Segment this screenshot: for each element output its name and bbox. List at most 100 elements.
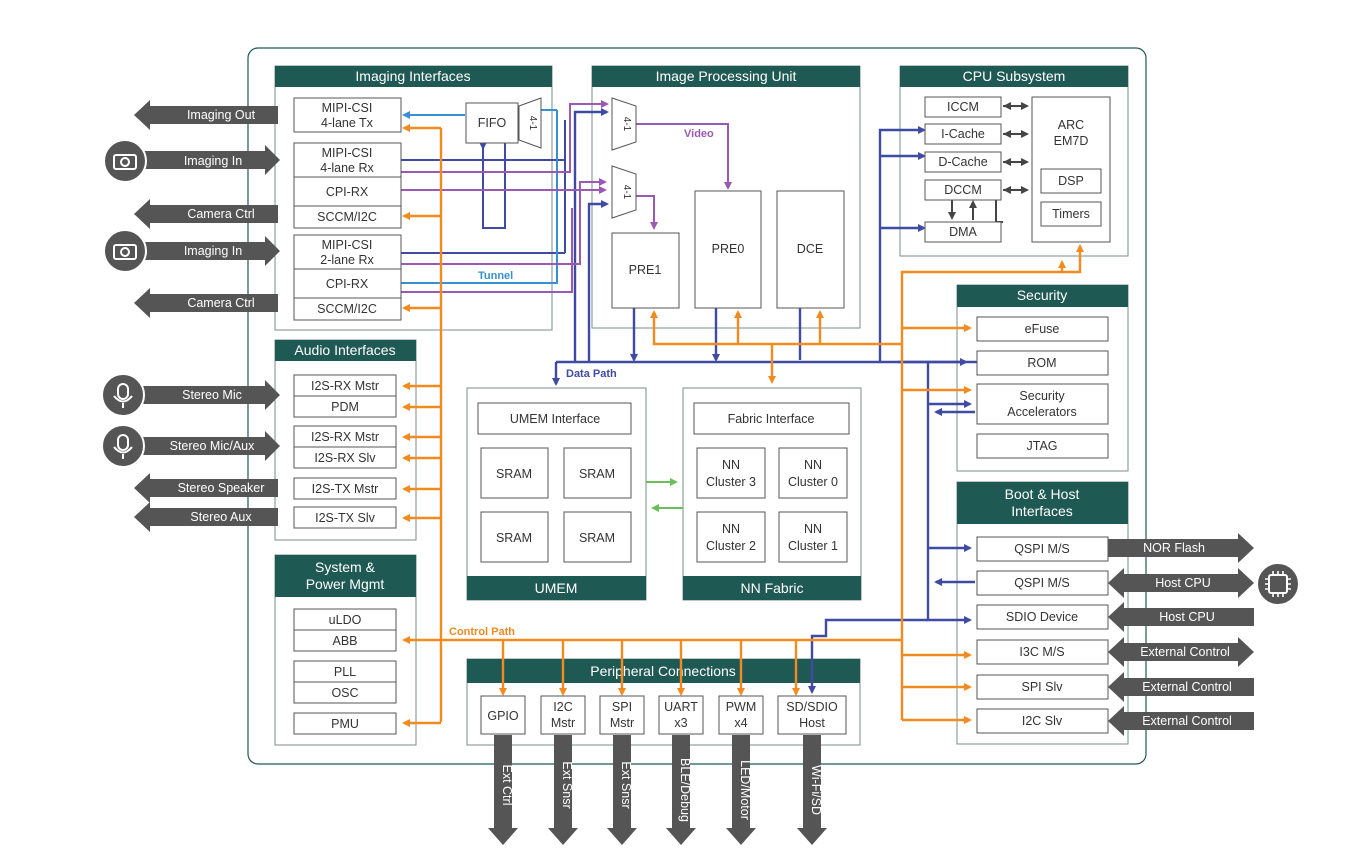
gpio-block: GPIO — [487, 709, 519, 723]
umem-title: UMEM — [535, 580, 578, 596]
camera-icon-lens — [120, 157, 130, 167]
uart-line2: x3 — [674, 716, 687, 730]
power-blocks: uLDO ABB PLL OSC PMU — [293, 608, 397, 735]
tunnel-label: Tunnel — [478, 270, 513, 282]
spi-mstr-line2: Mstr — [610, 716, 634, 730]
mipi-tx-line2: 4-lane Tx — [321, 116, 374, 130]
nn-cluster3-line1: NN — [722, 458, 740, 472]
imaging-out-label: Imaging Out — [187, 108, 256, 122]
camera-ctrl-2-label: Camera Ctrl — [187, 296, 254, 310]
i2s-tx-slv: I2S-TX Slv — [315, 511, 375, 525]
nn-cluster1-line1: NN — [804, 522, 822, 536]
accel-line2: Accelerators — [1007, 405, 1076, 419]
wifi-sd-label: Wi-Fi/SD — [809, 765, 823, 815]
audio-title: Audio Interfaces — [294, 342, 395, 358]
sram-1: SRAM — [496, 467, 532, 481]
camera-ctrl-1-label: Camera Ctrl — [187, 207, 254, 221]
icache-block: I-Cache — [941, 127, 985, 141]
video-lines — [401, 100, 732, 293]
wifi-sd-arrow — [797, 735, 827, 845]
i2s-rx-mstr-2: I2S-RX Mstr — [311, 430, 379, 444]
external-left: Imaging Out Imaging In Camera Ctrl Imagi… — [101, 100, 280, 532]
qspi1-block: QSPI M/S — [1014, 542, 1070, 556]
stereo-aux-label: Stereo Aux — [190, 510, 252, 524]
boot-title-line2: Interfaces — [1011, 503, 1072, 519]
ext-snsr-1-label: Ext Snsr — [560, 761, 574, 808]
uart-line1: UART — [664, 700, 698, 714]
stereo-mic-label: Stereo Mic — [182, 388, 242, 402]
nn-cluster0-line1: NN — [804, 458, 822, 472]
spi-mstr-line1: SPI — [612, 700, 632, 714]
stereo-mic-aux-arrow — [140, 431, 280, 461]
sram-4: SRAM — [579, 531, 615, 545]
chip-icon-pins — [1265, 571, 1291, 597]
cpu-title: CPU Subsystem — [963, 68, 1066, 84]
pdm-block: PDM — [331, 400, 359, 414]
dcache-block: D-Cache — [938, 155, 987, 169]
imaging-in-2-arrow — [140, 236, 280, 266]
cpi-rx-2: CPI-RX — [326, 277, 369, 291]
stereo-mic-arrow — [140, 380, 280, 410]
sd-host-line2: Host — [799, 716, 825, 730]
microphone-icon-head — [117, 434, 129, 451]
imaging-data-lines — [401, 120, 566, 254]
dccm-block: DCCM — [944, 183, 982, 197]
ext-ctrl-bottom-arrow — [488, 735, 518, 845]
microphone-icon-stand — [113, 446, 133, 459]
umem-interface: UMEM Interface — [510, 412, 600, 426]
ext-ctrl-1-label: External Control — [1140, 645, 1230, 659]
ipu-title: Image Processing Unit — [656, 68, 797, 84]
rom-block: ROM — [1027, 356, 1056, 370]
ext-ctrl-bottom-label: Ext Ctrl — [500, 765, 514, 806]
i2s-rx-slv: I2S-RX Slv — [314, 451, 376, 465]
arc-line1: ARC — [1058, 118, 1084, 132]
boot-title-line1: Boot & Host — [1005, 486, 1080, 502]
security-blocks: eFuse ROM Security Accelerators JTAG — [976, 316, 1109, 459]
microphone-icon-stand — [113, 395, 133, 408]
cpi-rx-1: CPI-RX — [326, 185, 369, 199]
mipi-rx2-line2: 2-lane Rx — [320, 253, 374, 267]
microphone-icon — [101, 424, 145, 468]
nor-flash-label: NOR Flash — [1143, 541, 1205, 555]
umem-nn-lines — [646, 478, 683, 512]
boot-blocks: QSPI M/S QSPI M/S SDIO Device I3C M/S SP… — [976, 536, 1109, 734]
chip-icon — [1256, 562, 1300, 606]
nn-cluster2-line1: NN — [722, 522, 740, 536]
periph-title: Peripheral Connections — [590, 663, 736, 679]
nn-cluster2-line2: Cluster 2 — [706, 539, 756, 553]
data-path-lines — [552, 108, 1000, 694]
camera-ctrl-2-arrow — [134, 288, 278, 318]
pll-block: PLL — [334, 665, 356, 679]
dsp-block: DSP — [1058, 174, 1084, 188]
power-title-line1: System & — [315, 559, 376, 575]
dma-block: DMA — [949, 225, 977, 239]
ext-snsr-1-arrow — [548, 735, 578, 845]
camera-icon — [103, 229, 147, 273]
stereo-speaker-label: Stereo Speaker — [178, 481, 265, 495]
fifo-block: FIFO — [478, 116, 507, 130]
qspi2-block: QSPI M/S — [1014, 576, 1070, 590]
host-cpu-1-label: Host CPU — [1155, 576, 1211, 590]
pre0-block: PRE0 — [712, 242, 745, 256]
pwm-line2: x4 — [734, 716, 747, 730]
ext-ctrl-2-label: External Control — [1142, 680, 1232, 694]
video-label: Video — [684, 128, 714, 140]
dce-block: DCE — [797, 242, 823, 256]
camera-ctrl-1-arrow — [134, 199, 278, 229]
tunnel-lines — [401, 109, 558, 284]
security-title: Security — [1017, 287, 1068, 303]
imaging-in-1-label: Imaging In — [184, 154, 242, 168]
ble-debug-label: BLE/Debug — [678, 758, 692, 822]
host-cpu-2-label: Host CPU — [1159, 610, 1215, 624]
i2s-tx-mstr: I2S-TX Mstr — [312, 482, 379, 496]
timers-block: Timers — [1052, 207, 1090, 221]
cpu-blocks: ICCM I-Cache D-Cache DCCM DMA ARC EM7D D… — [924, 96, 1111, 243]
sram-3: SRAM — [496, 531, 532, 545]
nn-cluster3-line2: Cluster 3 — [706, 475, 756, 489]
stereo-mic-aux-label: Stereo Mic/Aux — [170, 439, 256, 453]
sccm-2: SCCM/I2C — [317, 302, 377, 316]
mipi-rx2-line1: MIPI-CSI — [322, 238, 373, 252]
ipu-mux-bottom: 4-1 — [621, 185, 632, 200]
nor-flash-arrow — [1108, 533, 1254, 563]
